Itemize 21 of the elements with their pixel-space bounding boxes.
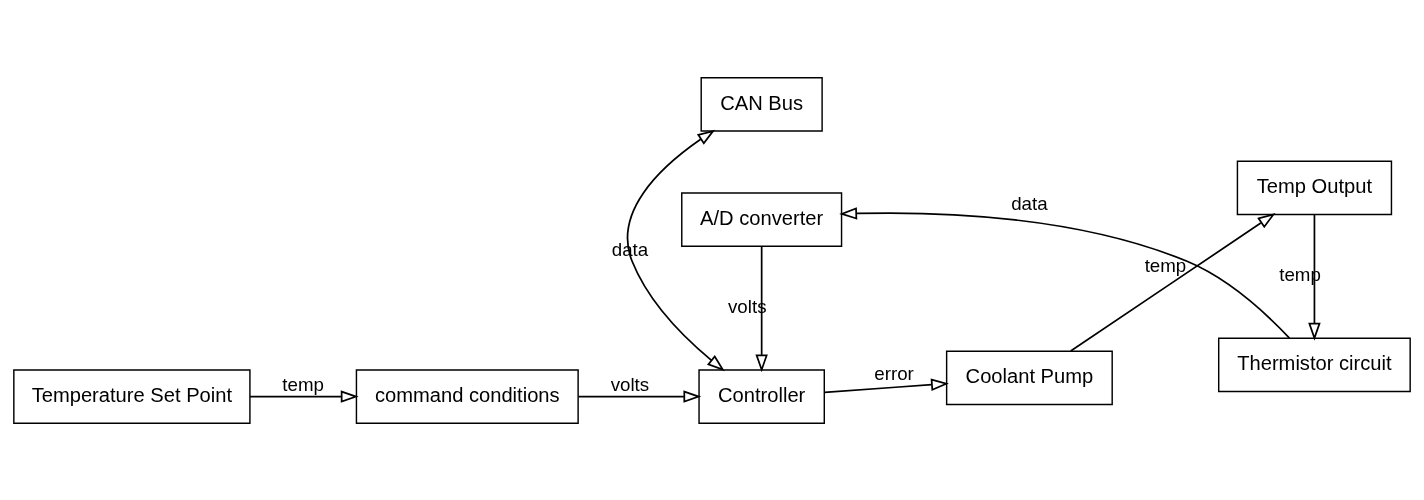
arrow xyxy=(249,389,359,403)
node-box: Temp Output xyxy=(1236,160,1393,215)
node-box: Thermistor circuit xyxy=(1218,337,1411,392)
node-box: CAN Bus xyxy=(700,76,823,132)
arrow xyxy=(839,206,1291,339)
edge-label: volts xyxy=(610,373,650,395)
node-box: Temperature Set Point xyxy=(13,368,251,424)
arrow xyxy=(1069,212,1276,352)
arrow xyxy=(755,245,768,372)
arrow xyxy=(577,389,702,403)
node-box: A/D converter xyxy=(681,191,843,247)
node-box: Coolant Pump xyxy=(945,350,1113,405)
node-box: Controller xyxy=(698,368,825,424)
edge-label: data xyxy=(1011,192,1048,214)
arrow xyxy=(626,129,725,371)
arrow xyxy=(823,378,949,393)
node-box: command conditions xyxy=(355,368,579,424)
edge-label: error xyxy=(874,362,914,384)
edge-label: temp xyxy=(282,373,324,395)
arrow xyxy=(1308,213,1321,341)
edge-label: temp xyxy=(1144,254,1187,276)
